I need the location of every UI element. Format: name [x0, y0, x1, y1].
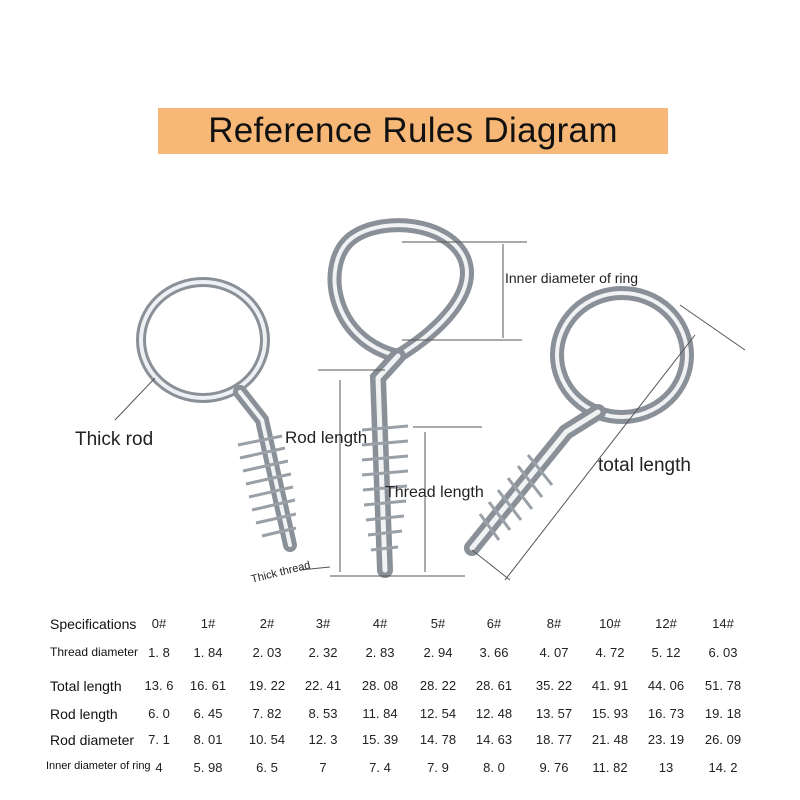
table-cell: 7. 9: [427, 760, 449, 775]
title-banner: Reference Rules Diagram: [158, 108, 668, 154]
table-cell: 4: [155, 760, 163, 775]
table-cell: 8. 01: [193, 732, 223, 747]
table-cell: 16. 73: [647, 706, 685, 721]
table-cell: 9. 76: [539, 760, 569, 775]
table-cell: 12#: [655, 616, 677, 631]
row-heading: Rod length: [50, 706, 118, 722]
table-cell: 5#: [430, 616, 446, 631]
table-row: Rod length 6. 0 6. 45 7. 82 8. 53 11. 84…: [0, 702, 800, 726]
table-cell: 4. 07: [539, 645, 569, 660]
table-cell: 8. 0: [483, 760, 505, 775]
table-cell: 28. 61: [475, 678, 513, 693]
table-cell: 51. 78: [704, 678, 742, 693]
table-cell: 28. 08: [361, 678, 399, 693]
table-cell: 2. 32: [308, 645, 338, 660]
table-cell: 2#: [259, 616, 275, 631]
table-cell: 7: [319, 760, 327, 775]
table-cell: 23. 19: [647, 732, 685, 747]
table-cell: 6. 03: [708, 645, 738, 660]
table-cell: 26. 09: [704, 732, 742, 747]
table-cell: 5. 98: [193, 760, 223, 775]
label-total-length: total length: [598, 455, 691, 476]
table-cell: 18. 77: [535, 732, 573, 747]
table-cell: 14#: [712, 616, 734, 631]
middle-thread: [361, 424, 409, 552]
table-cell: 10#: [599, 616, 621, 631]
row-heading: Inner diameter of ring: [46, 760, 151, 772]
table-row: Rod diameter 7. 1 8. 01 10. 54 12. 3 15.…: [0, 728, 800, 752]
table-cell: 41. 91: [591, 678, 629, 693]
table-cell: 7. 4: [369, 760, 391, 775]
label-rod-length: Rod length: [285, 428, 368, 447]
table-row: Thread diameter 1. 8 1. 84 2. 03 2. 32 2…: [0, 641, 800, 665]
table-row: Inner diameter of ring 4 5. 98 6. 5 7 7.…: [0, 756, 800, 780]
table-cell: 10. 54: [248, 732, 286, 747]
row-heading: Rod diameter: [50, 732, 135, 748]
left-thread: [237, 434, 297, 538]
table-row: Total length 13. 6 16. 61 19. 22 22. 41 …: [0, 674, 800, 698]
table-cell: 21. 48: [591, 732, 629, 747]
right-screw-eye: [464, 286, 694, 556]
table-cell: 12. 48: [475, 706, 513, 721]
row-heading: Specifications: [50, 616, 137, 632]
table-cell: 11. 82: [592, 760, 628, 775]
table-cell: 1#: [200, 616, 216, 631]
row-heading: Thread diameter: [50, 645, 139, 659]
table-cell: 14. 2: [708, 760, 738, 775]
table-cell: 8#: [546, 616, 562, 631]
table-header-row: Specifications 0# 1# 2# 3# 4# 5# 6# 8# 1…: [0, 612, 800, 636]
dimension-lines: [114, 241, 746, 581]
table-cell: 14. 78: [419, 732, 457, 747]
table-cell: 13: [658, 760, 674, 775]
table-cell: 22. 41: [304, 678, 342, 693]
table-cell: 19. 18: [704, 706, 742, 721]
table-cell: 6. 0: [148, 706, 170, 721]
table-cell: 12. 3: [308, 732, 338, 747]
table-cell: 4#: [372, 616, 388, 631]
table-cell: 28. 22: [419, 678, 457, 693]
label-inner-diameter: Inner diameter of ring: [505, 270, 639, 286]
table-cell: 0#: [151, 616, 167, 631]
table-cell: 6. 45: [193, 706, 223, 721]
table-cell: 13. 6: [144, 678, 174, 693]
table-cell: 35. 22: [535, 678, 573, 693]
table-cell: 4. 72: [595, 645, 625, 660]
row-heading: Total length: [50, 678, 122, 694]
table-cell: 15. 39: [361, 732, 399, 747]
table-cell: 3#: [315, 616, 331, 631]
table-cell: 11. 84: [362, 706, 398, 721]
page-title: Reference Rules Diagram: [208, 111, 618, 150]
table-cell: 14. 63: [475, 732, 513, 747]
table-cell: 6#: [486, 616, 502, 631]
table-cell: 19. 22: [248, 678, 286, 693]
table-cell: 44. 06: [647, 678, 685, 693]
table-cell: 6. 5: [256, 760, 278, 775]
table-cell: 7. 1: [148, 732, 170, 747]
table-cell: 5. 12: [651, 645, 681, 660]
table-cell: 2. 94: [423, 645, 453, 660]
table-cell: 3. 66: [479, 645, 509, 660]
middle-screw-eye: [327, 218, 474, 578]
table-cell: 1. 84: [193, 645, 223, 660]
table-cell: 13. 57: [535, 706, 573, 721]
table-cell: 7. 82: [252, 706, 282, 721]
table-cell: 2. 03: [252, 645, 282, 660]
table-cell: 12. 54: [419, 706, 457, 721]
screw-eye-diagram: [114, 218, 746, 581]
right-thread: [478, 454, 554, 541]
label-thread-length: Thread length: [385, 484, 484, 501]
table-cell: 15. 93: [591, 706, 629, 721]
table-cell: 2. 83: [365, 645, 395, 660]
label-thick-rod: Thick rod: [75, 429, 154, 450]
table-cell: 1. 8: [148, 645, 170, 660]
table-cell: 16. 61: [189, 678, 227, 693]
table-cell: 8. 53: [308, 706, 338, 721]
